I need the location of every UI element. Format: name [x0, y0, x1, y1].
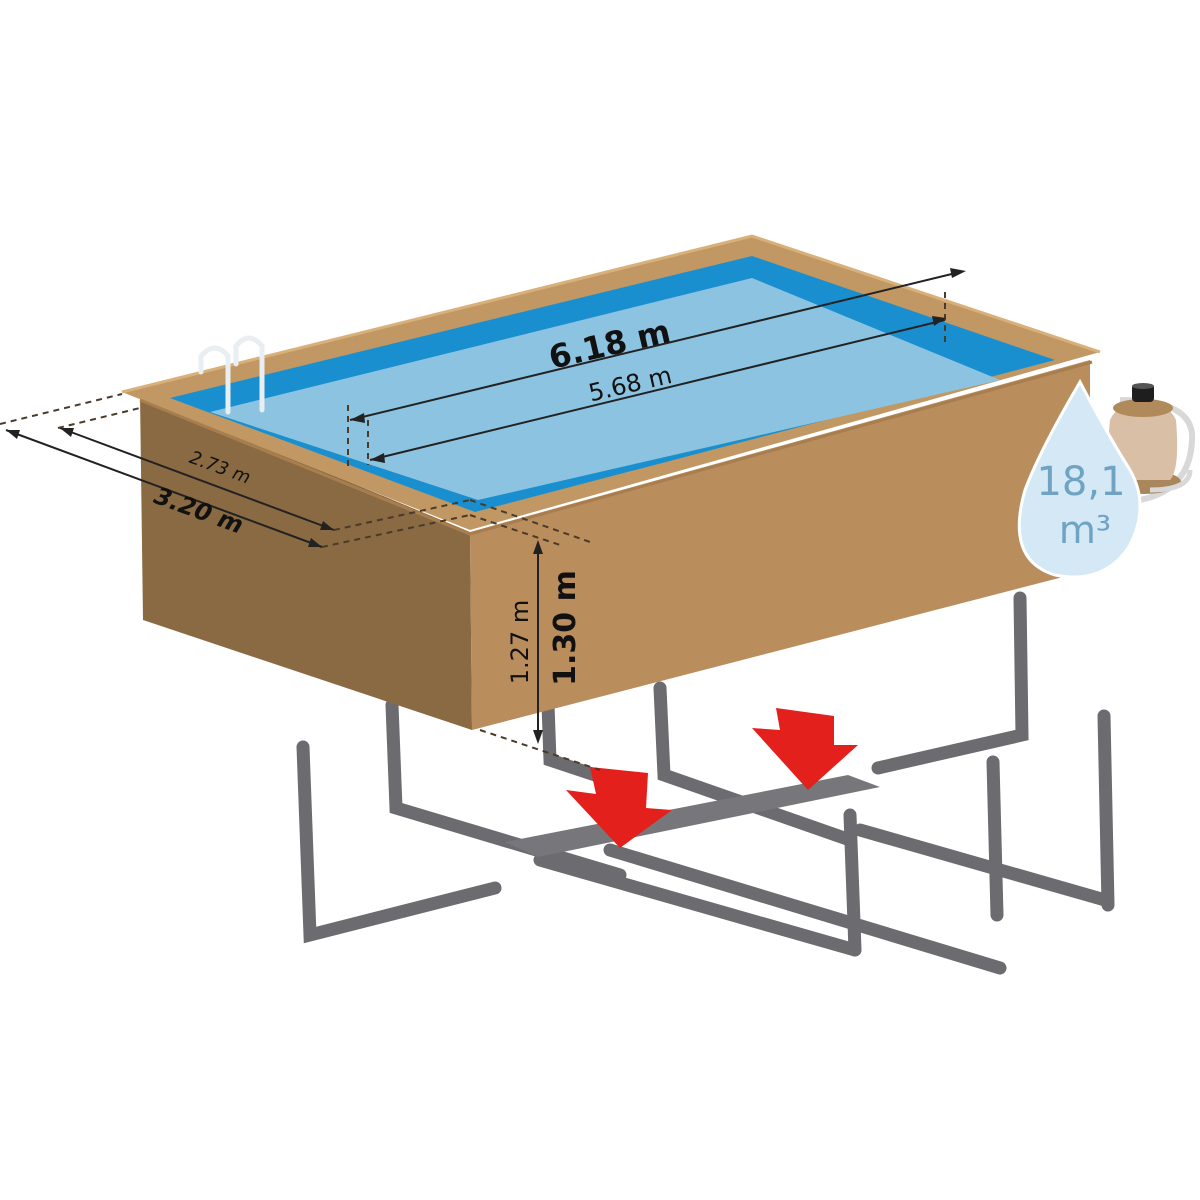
dimension-dashes [0, 292, 946, 771]
pool-water [210, 278, 1000, 500]
height-outer-label: 1.30 m [548, 570, 583, 686]
pool-front-wall [470, 360, 1090, 730]
volume-unit: m³ [1059, 508, 1111, 552]
load-arrow-right [752, 708, 858, 790]
dimension-arrowheads [6, 268, 966, 744]
dimension-lines [5, 271, 961, 738]
crossbeam-plate [505, 775, 880, 857]
height-inner-label: 1.27 m [506, 600, 534, 684]
volume-drop [1017, 378, 1142, 579]
pool-side-wall [140, 395, 472, 730]
load-arrow-left [566, 767, 672, 848]
pool-ladder [198, 335, 265, 415]
support-frame [296, 591, 1115, 975]
volume-value: 18,1 [1036, 459, 1125, 505]
